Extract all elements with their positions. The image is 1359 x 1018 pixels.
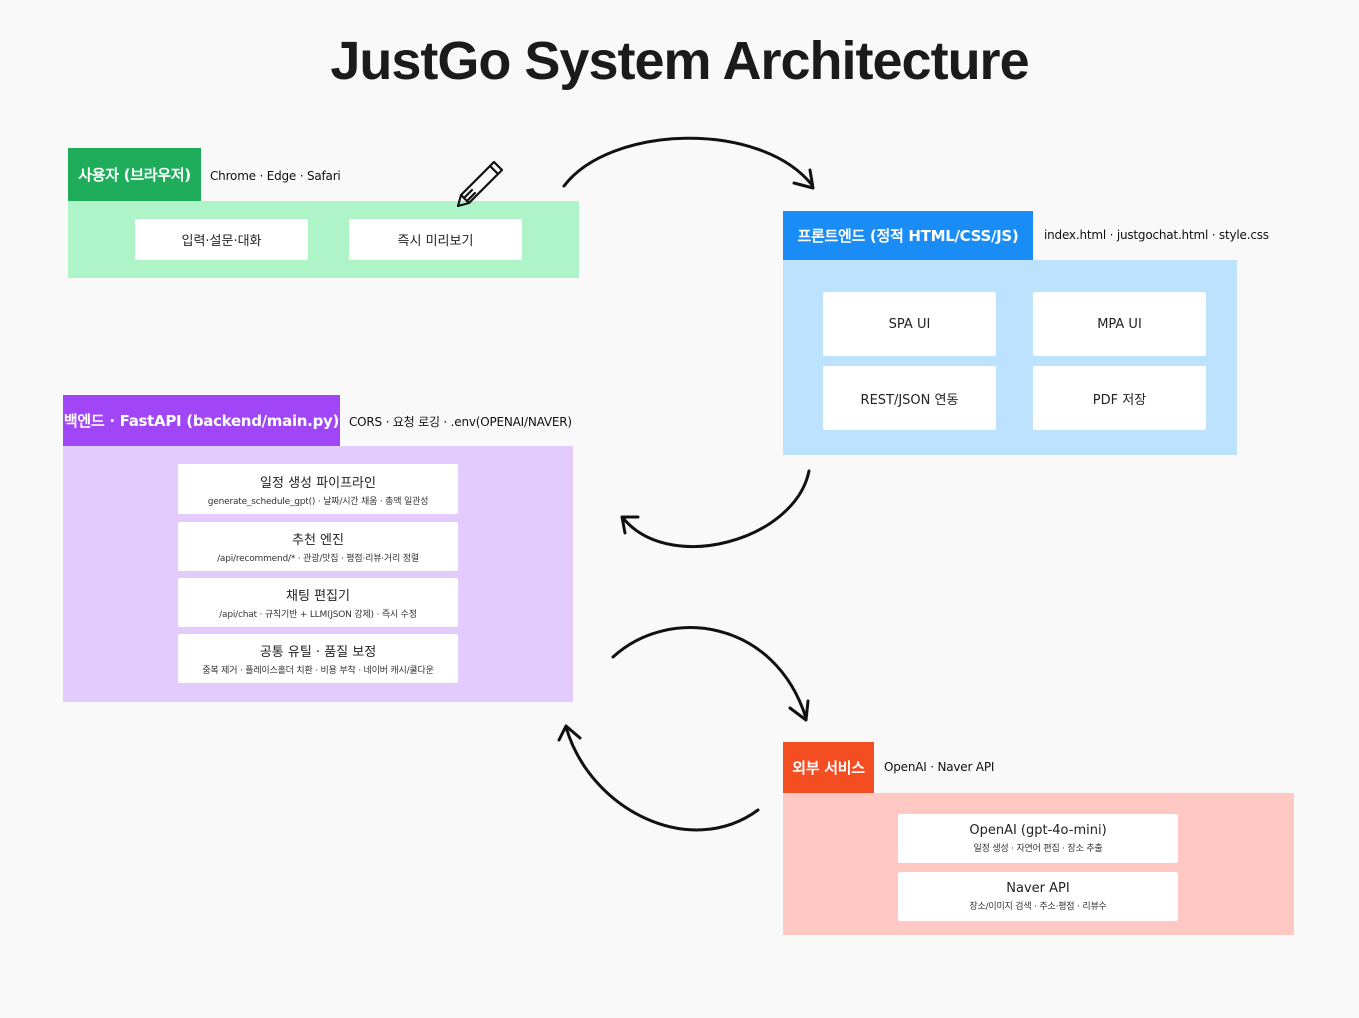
backend-card-util: 공통 유틸 · 품질 보정 중복 제거 · 플레이스홀더 치환 · 비용 부착 …	[178, 634, 458, 683]
backend-card-chat: 채팅 편집기 /api/chat · 규칙기반 + LLM(JSON 강제) ·…	[178, 578, 458, 627]
pencil-icon	[456, 160, 504, 208]
backend-panel: 일정 생성 파이프라인 generate_schedule_gpt() · 날짜…	[63, 446, 573, 702]
external-panel: OpenAI (gpt-4o-mini) 일정 생성 · 자연어 편집 · 장소…	[783, 793, 1294, 935]
backend-tag: 백엔드 · FastAPI (backend/main.py)	[63, 395, 340, 446]
backend-card-schedule-desc: generate_schedule_gpt() · 날짜/시간 채움 · 총액 …	[207, 496, 429, 507]
frontend-card-rest: REST/JSON 연동	[823, 366, 996, 430]
user-card-preview: 즉시 미리보기	[349, 219, 522, 260]
frontend-card-rest-title: REST/JSON 연동	[860, 392, 959, 408]
backend-card-schedule: 일정 생성 파이프라인 generate_schedule_gpt() · 날짜…	[178, 464, 458, 514]
user-panel: 입력·설문·대화 즉시 미리보기	[68, 201, 579, 278]
backend-card-util-desc: 중복 제거 · 플레이스홀더 치환 · 비용 부착 · 네이버 캐시/쿨다운	[202, 666, 434, 676]
arrow-backend-to-external	[611, 626, 810, 722]
page-title: JustGo System Architecture	[330, 31, 1029, 91]
frontend-card-mpa-title: MPA UI	[1097, 316, 1142, 332]
external-card-openai-desc: 일정 생성 · 자연어 편집 · 장소 추출	[973, 844, 1103, 854]
user-subtitle: Chrome · Edge · Safari	[210, 169, 341, 183]
backend-card-schedule-title: 일정 생성 파이프라인	[260, 475, 376, 491]
backend-subtitle: CORS · 요청 로깅 · .env(OPENAI/NAVER)	[349, 414, 572, 429]
frontend-card-pdf: PDF 저장	[1033, 366, 1206, 430]
user-card-input: 입력·설문·대화	[135, 219, 308, 260]
frontend-panel: SPA UI MPA UI REST/JSON 연동 PDF 저장	[783, 260, 1237, 455]
user-card-input-title: 입력·설문·대화	[181, 234, 262, 249]
backend-card-recommend: 추천 엔진 /api/recommend/* · 관광/맛집 · 평점·리뷰·거…	[178, 522, 458, 571]
external-card-openai-title: OpenAI (gpt-4o-mini)	[969, 823, 1107, 838]
arrow-frontend-to-backend	[620, 469, 811, 549]
frontend-tag: 프론트엔드 (정적 HTML/CSS/JS)	[783, 211, 1033, 260]
backend-card-util-title: 공통 유틸 · 품질 보정	[259, 645, 377, 660]
arrow-user-to-frontend	[562, 136, 815, 190]
backend-card-recommend-desc: /api/recommend/* · 관광/맛집 · 평점·리뷰·거리 정렬	[217, 554, 419, 564]
user-tag: 사용자 (브라우저)	[68, 148, 201, 201]
frontend-subtitle: index.html · justgochat.html · style.css	[1044, 228, 1269, 242]
frontend-card-mpa: MPA UI	[1033, 292, 1206, 356]
backend-card-chat-desc: /api/chat · 규칙기반 + LLM(JSON 강제) · 즉시 수정	[219, 610, 417, 620]
external-card-naver-title: Naver API	[1006, 881, 1070, 896]
frontend-card-spa-title: SPA UI	[888, 316, 931, 332]
user-card-preview-title: 즉시 미리보기	[397, 234, 474, 249]
external-card-naver-desc: 장소/이미지 검색 · 주소·평점 · 리뷰수	[969, 902, 1107, 912]
external-card-openai: OpenAI (gpt-4o-mini) 일정 생성 · 자연어 편집 · 장소…	[898, 814, 1178, 863]
frontend-card-spa: SPA UI	[823, 292, 996, 356]
external-tag: 외부 서비스	[783, 742, 874, 793]
arrow-external-to-backend	[557, 724, 760, 832]
external-subtitle: OpenAI · Naver API	[884, 760, 995, 774]
backend-card-chat-title: 채팅 편집기	[286, 589, 350, 604]
external-card-naver: Naver API 장소/이미지 검색 · 주소·평점 · 리뷰수	[898, 872, 1178, 921]
backend-card-recommend-title: 추천 엔진	[292, 533, 344, 548]
frontend-card-pdf-title: PDF 저장	[1092, 392, 1147, 408]
